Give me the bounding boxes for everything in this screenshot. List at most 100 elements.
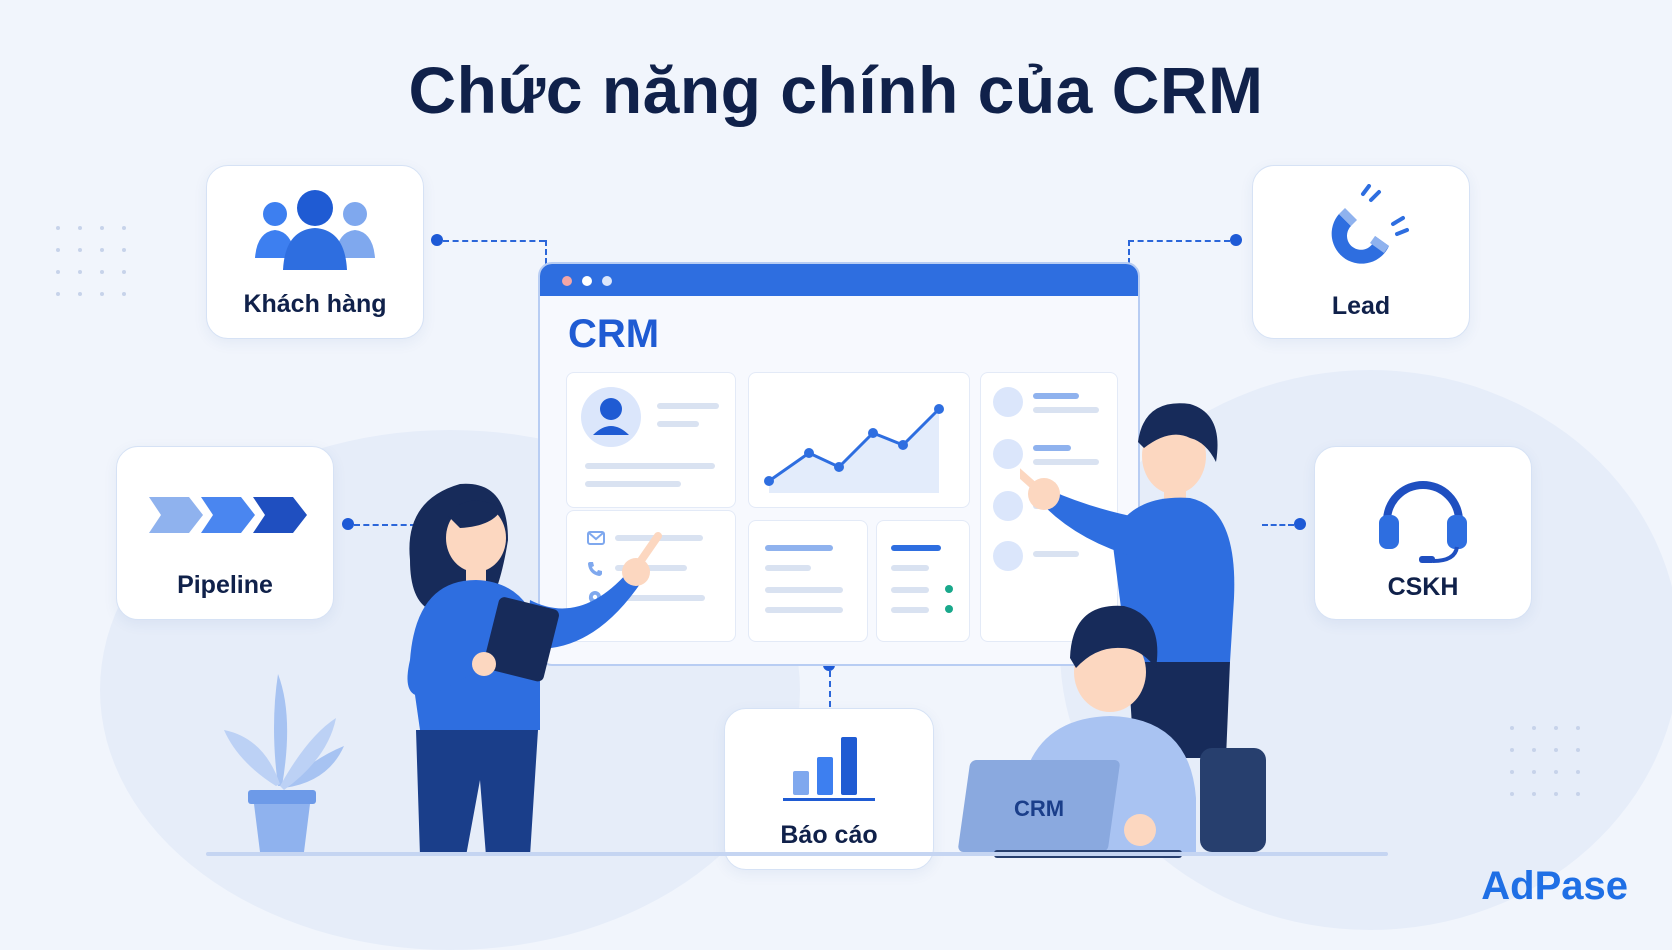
- placeholder-line: [1033, 407, 1099, 413]
- placeholder-line: [585, 481, 681, 487]
- placeholder-line: [1033, 445, 1071, 451]
- placeholder-line: [657, 403, 719, 409]
- placeholder-line: [585, 463, 715, 469]
- status-panel: [876, 520, 970, 642]
- feature-card-cskh[interactable]: CSKH: [1314, 446, 1532, 620]
- decorative-dot: [56, 248, 60, 252]
- list-item: [993, 387, 1023, 417]
- placeholder-line: [891, 587, 929, 593]
- list-item: [993, 439, 1023, 469]
- placeholder-line: [891, 545, 941, 551]
- laptop-label: CRM: [1014, 796, 1065, 821]
- decorative-dot: [1576, 748, 1580, 752]
- feature-label: CSKH: [1387, 573, 1459, 601]
- decorative-dot: [1532, 792, 1536, 796]
- list-item: [993, 491, 1023, 521]
- headset-icon: [1379, 481, 1467, 563]
- floor-line: [206, 852, 1388, 856]
- placeholder-line: [765, 545, 833, 551]
- decorative-dot: [56, 292, 60, 296]
- decorative-dot: [1510, 792, 1514, 796]
- connector-dot: [1230, 234, 1242, 246]
- placeholder-line: [765, 607, 843, 613]
- decorative-dot: [100, 226, 104, 230]
- feature-card-customers[interactable]: Khách hàng: [206, 165, 424, 339]
- connector-dot: [342, 518, 354, 530]
- placeholder-line: [657, 421, 699, 427]
- page-title: Chức năng chính của CRM: [408, 53, 1264, 127]
- window-title-bar: [540, 264, 1138, 296]
- decorative-dot: [1576, 726, 1580, 730]
- decorative-dot: [100, 292, 104, 296]
- connector-dot: [1294, 518, 1306, 530]
- decorative-dot: [1554, 748, 1558, 752]
- placeholder-line: [1033, 551, 1079, 557]
- decorative-dot: [1510, 726, 1514, 730]
- arrows-icon: [149, 497, 307, 533]
- profile-panel: [566, 372, 736, 508]
- decorative-dot: [78, 226, 82, 230]
- window-dot[interactable]: [582, 276, 592, 286]
- placeholder-line: [1033, 393, 1079, 399]
- decorative-dot: [56, 270, 60, 274]
- decorative-dot: [1576, 770, 1580, 774]
- connector-line: [1262, 524, 1294, 526]
- decorative-dot: [78, 248, 82, 252]
- brand-logo: AdPase: [1481, 864, 1628, 908]
- connector-line: [443, 240, 545, 242]
- decorative-dot: [56, 226, 60, 230]
- feature-label: Báo cáo: [780, 821, 878, 849]
- window-dot[interactable]: [602, 276, 612, 286]
- bar-chart-icon: [783, 737, 875, 801]
- line-chart-icon: [764, 404, 944, 493]
- connector-line: [1128, 240, 1230, 242]
- feature-label: Khách hàng: [243, 290, 387, 318]
- plant-icon: [224, 674, 344, 852]
- decorative-dot: [122, 292, 126, 296]
- decorative-dot: [1532, 748, 1536, 752]
- feature-label: Lead: [1331, 292, 1391, 320]
- decorative-dot: [100, 270, 104, 274]
- placeholder-line: [765, 565, 811, 571]
- decorative-dot: [100, 248, 104, 252]
- decorative-dot: [1532, 726, 1536, 730]
- feature-card-reports[interactable]: Báo cáo: [724, 708, 934, 870]
- crm-dashboard-window: CRM: [538, 262, 1140, 666]
- decorative-dot: [1510, 770, 1514, 774]
- summary-panel: [748, 520, 868, 642]
- decorative-dot: [1554, 792, 1558, 796]
- phone-icon: [588, 562, 602, 576]
- status-dot: [945, 585, 953, 593]
- decorative-dot: [1554, 770, 1558, 774]
- placeholder-line: [891, 565, 929, 571]
- connector-line: [829, 671, 831, 707]
- crm-window-title: CRM: [568, 312, 660, 356]
- decorative-dot: [122, 226, 126, 230]
- decorative-dot: [1554, 726, 1558, 730]
- feature-card-pipeline[interactable]: Pipeline: [116, 446, 334, 620]
- placeholder-line: [615, 565, 687, 571]
- decorative-dot: [1510, 748, 1514, 752]
- decorative-dot: [78, 270, 82, 274]
- list-item: [993, 541, 1023, 571]
- decorative-dot: [122, 270, 126, 274]
- connector-line: [545, 240, 547, 264]
- feature-label: Pipeline: [177, 571, 273, 599]
- status-dot: [945, 605, 953, 613]
- connector-line: [354, 524, 416, 526]
- window-dot-red[interactable]: [562, 276, 572, 286]
- decorative-dot: [122, 248, 126, 252]
- placeholder-line: [1033, 459, 1099, 465]
- mail-icon: [587, 531, 605, 545]
- decorative-dot: [1532, 770, 1536, 774]
- placeholder-line: [891, 607, 929, 613]
- laptop: CRM: [957, 760, 1184, 860]
- feature-card-lead[interactable]: Lead: [1252, 165, 1470, 339]
- decorative-dot: [1576, 792, 1580, 796]
- avatar-icon: [581, 387, 641, 447]
- placeholder-line: [615, 595, 705, 601]
- magnet-icon: [1331, 184, 1409, 264]
- connector-line: [1128, 240, 1130, 264]
- decorative-dot: [78, 292, 82, 296]
- people-icon: [255, 190, 375, 270]
